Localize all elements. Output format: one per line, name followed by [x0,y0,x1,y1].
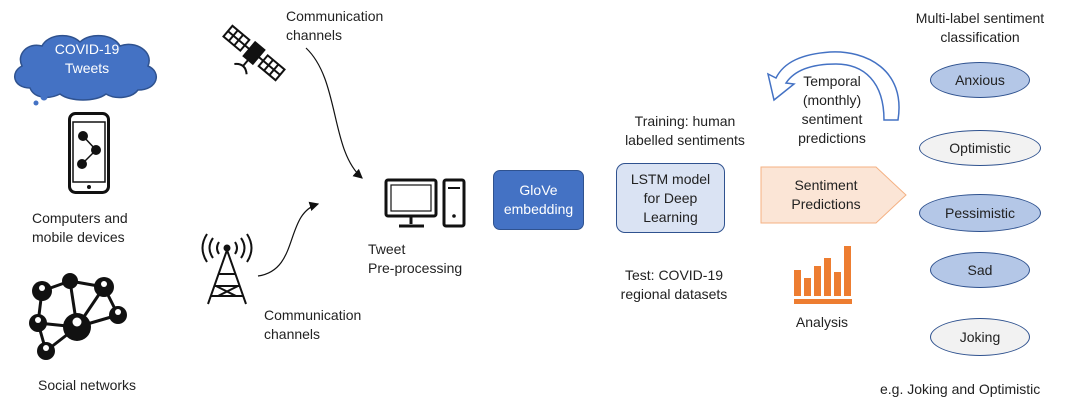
training-label: Training: human labelled sentiments [625,113,745,148]
classification-title: Multi-label sentiment classification [915,10,1045,45]
test-label: Test: COVID-19 regional datasets [620,267,728,302]
glove-embedding-label: GloVe embedding [503,182,574,217]
computers-devices-label: Computers and mobile devices [32,210,128,245]
label-optimistic-text: Optimistic [949,140,1011,156]
label-joking: Joking [930,318,1030,356]
network-icon [29,273,127,360]
analysis-label: Analysis [795,314,849,330]
label-sad-text: Sad [967,262,993,278]
social-networks-label: Social networks [38,377,137,393]
label-joking-text: Joking [959,329,1001,345]
prediction-arrow-shape [760,166,907,224]
bar-chart-icon [794,246,852,304]
lstm-model-label: LSTM model for Deep Learning [630,170,711,225]
sentiment-predictions-label: Sentiment Predictions [791,177,861,212]
channels-bottom-label: Communication channels [264,307,362,342]
smartphone-icon [68,112,110,194]
temporal-predictions-label: Temporal (monthly) sentiment predictions [798,73,866,146]
channels-top-label: Communication channels [286,8,384,43]
tweets-cloud-shape [14,34,158,106]
label-anxious: Anxious [930,62,1030,98]
antenna-tower-icon [201,233,253,305]
satellite-icon [222,24,286,82]
temporal-cycle-arrow [766,51,900,121]
label-optimistic: Optimistic [919,130,1041,166]
lstm-model-box: LSTM model for Deep Learning [616,163,725,233]
glove-embedding-box: GloVe embedding [493,170,584,230]
label-pessimistic-text: Pessimistic [944,205,1015,221]
label-anxious-text: Anxious [955,72,1005,88]
tweets-cloud-label: COVID-19 Tweets [54,41,120,76]
preprocessing-label: Tweet Pre-processing [368,241,463,276]
classification-example: e.g. Joking and Optimistic [880,381,1041,397]
label-sad: Sad [930,252,1030,288]
computer-icon [384,178,466,228]
label-pessimistic: Pessimistic [919,194,1041,232]
